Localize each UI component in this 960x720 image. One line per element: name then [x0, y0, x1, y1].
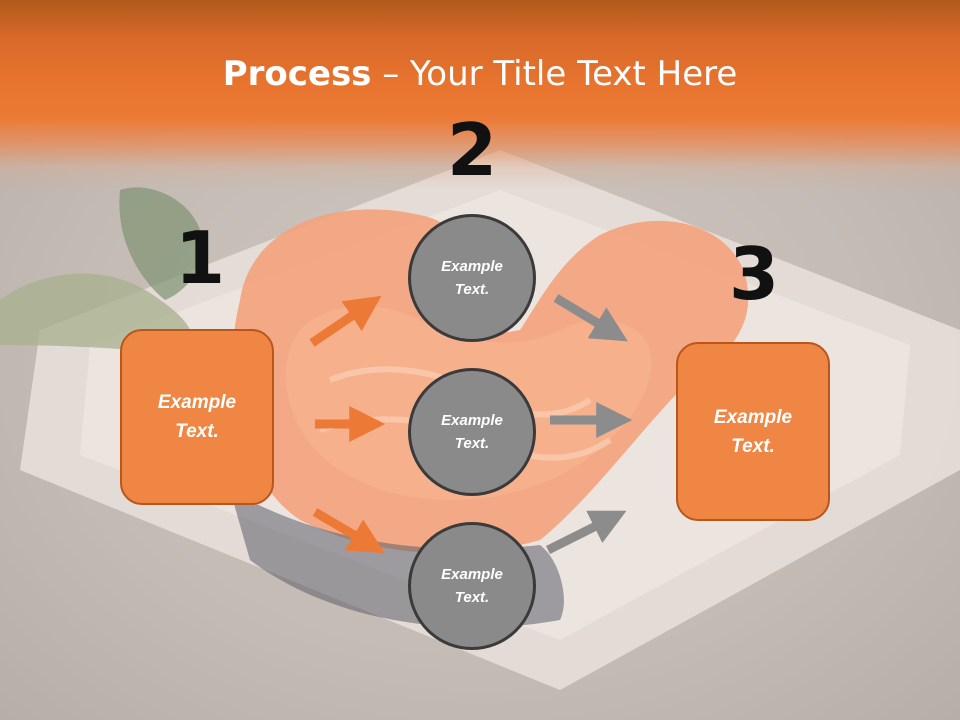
step-3-box: Example Text. — [676, 342, 830, 521]
circle-top: Example Text. — [408, 214, 536, 342]
arrow-1-to-circle-top — [309, 295, 382, 347]
step-number-2: 2 — [446, 108, 498, 192]
step-1-text: Example Text. — [157, 392, 237, 442]
title-bold: Process — [222, 54, 372, 94]
header-band — [0, 0, 960, 190]
step-number-3: 3 — [728, 232, 780, 316]
circle-top-text: Example Text. — [441, 258, 503, 298]
slide-title: Process – Your Title Text Here — [0, 52, 960, 96]
circle-bottom: Example Text. — [408, 522, 536, 650]
step-3-text: Example Text. — [713, 406, 793, 457]
arrow-1-to-circle-bottom — [312, 508, 385, 554]
circle-bottom-text: Example Text. — [441, 566, 503, 606]
circle-middle: Example Text. — [408, 368, 536, 496]
title-rest: – Your Title Text Here — [371, 54, 738, 94]
arrow-circle-bottom-to-3 — [545, 510, 627, 555]
step-number-1: 1 — [174, 216, 226, 300]
step-1-box: Example Text. — [120, 329, 274, 505]
circle-middle-text: Example Text. — [441, 412, 503, 452]
arrow-circle-top-to-3 — [553, 294, 628, 342]
